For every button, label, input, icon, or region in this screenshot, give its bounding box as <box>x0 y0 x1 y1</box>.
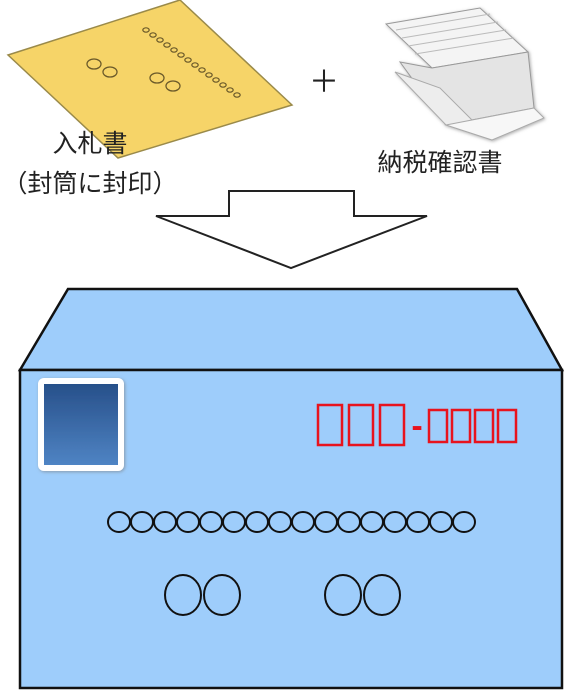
plus-sign: ＋ <box>309 65 339 100</box>
postal-code-box <box>473 408 495 444</box>
postal-code-box <box>496 408 518 444</box>
postal-code-field <box>316 403 518 447</box>
tax-certificate-label: 納税確認書 <box>377 148 502 177</box>
postal-code-box <box>316 403 344 447</box>
document-small-circles <box>142 27 241 98</box>
address-circles <box>107 511 476 533</box>
tax-certificate-illustration <box>384 7 545 141</box>
bid-document-illustration <box>6 0 294 159</box>
postal-code-box <box>347 403 375 447</box>
bid-document-sublabel: （封筒に封印） <box>2 169 177 198</box>
down-arrow-icon <box>155 190 428 270</box>
envelope-illustration: - <box>17 287 565 690</box>
document-name-circles <box>86 58 181 92</box>
envelope-flap <box>17 287 565 372</box>
postal-code-separator: - <box>411 410 423 443</box>
postal-code-box <box>450 408 472 444</box>
name-circles <box>164 574 401 616</box>
stamp <box>38 378 124 471</box>
bid-document-label: 入札書 <box>52 129 127 158</box>
postal-code-box <box>378 403 406 447</box>
postal-code-box <box>427 408 449 444</box>
